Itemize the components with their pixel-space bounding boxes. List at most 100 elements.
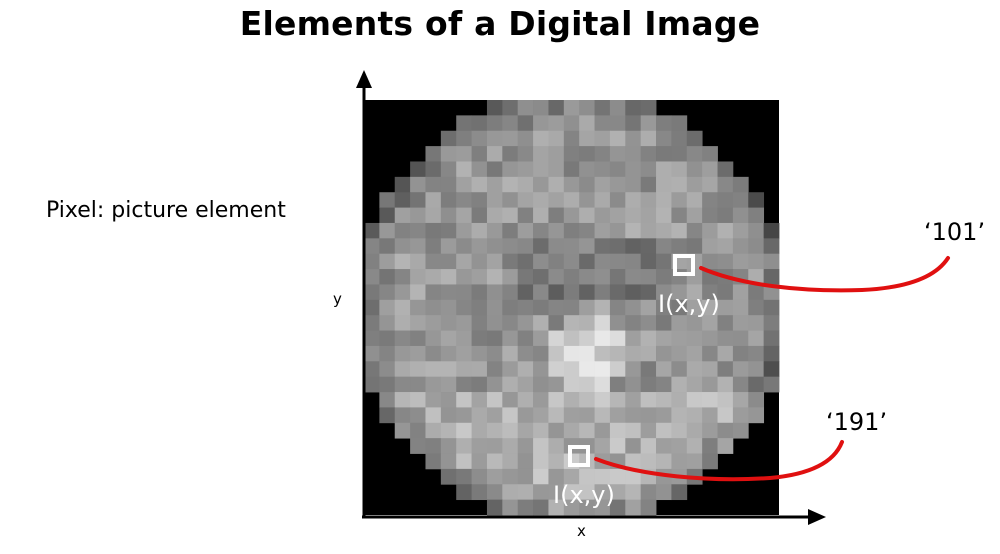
- pixel-cell: [563, 146, 580, 162]
- pixel-cell: [533, 238, 549, 255]
- pixel-cell: [594, 422, 611, 439]
- pixel-cell: [609, 345, 626, 362]
- pixel-cell: [425, 269, 442, 285]
- pixel-cell: [563, 330, 580, 347]
- pixel-cell: [456, 422, 472, 439]
- pixel-cell: [471, 392, 488, 408]
- pixel-cell: [410, 407, 426, 424]
- pixel-cell: [625, 192, 642, 208]
- pixel-cell: [394, 315, 411, 331]
- pixel-cell: [640, 315, 657, 331]
- pixel-cell: [656, 392, 672, 408]
- pixel-cell: [379, 253, 396, 270]
- pixel-cell: [563, 315, 580, 331]
- pixel-cell: [671, 130, 688, 147]
- pixel-cell: [425, 330, 442, 347]
- pixel-cell: [440, 392, 457, 408]
- pixel-cell: [394, 284, 411, 301]
- pixel-cell: [394, 253, 411, 270]
- pixel-cell: [656, 361, 672, 378]
- pixel-cell: [640, 176, 657, 193]
- pixel-cell: [486, 468, 503, 485]
- pixel-cell: [425, 453, 442, 470]
- pixel-cell: [625, 238, 642, 255]
- pixel-cell: [425, 392, 442, 408]
- pixel-cell: [456, 438, 472, 454]
- pixel-cell: [671, 238, 688, 255]
- pixel-cell: [548, 299, 565, 316]
- pixel-cell: [640, 453, 657, 470]
- pixel-cell: [394, 176, 411, 193]
- pixel-cell: [517, 100, 534, 116]
- pixel-cell: [717, 161, 734, 178]
- pixel-cell: [579, 222, 595, 239]
- pixel-cell: [656, 299, 672, 316]
- pixel-definition-label: Pixel: picture element: [46, 198, 286, 223]
- pixel-cell: [394, 361, 411, 378]
- pixel-cell: [486, 361, 503, 378]
- pixel-cell: [579, 315, 595, 331]
- pixel-cell: [609, 115, 626, 132]
- pixel-cell: [717, 376, 734, 393]
- pixel-cell: [502, 438, 519, 454]
- pixel-cell: [533, 253, 549, 270]
- pixel-cell: [425, 192, 442, 208]
- pixel-cell: [502, 422, 519, 439]
- pixel-cell: [748, 330, 765, 347]
- pixel-cell: [717, 361, 734, 378]
- pixel-cell: [533, 207, 549, 224]
- pixel-cell: [640, 284, 657, 301]
- pixel-cell: [671, 330, 688, 347]
- pixel-cell: [456, 361, 472, 378]
- pixel-cell: [625, 468, 642, 485]
- pixel-cell: [533, 499, 549, 516]
- pixel-cell: [702, 222, 718, 239]
- pixel-cell: [579, 468, 595, 485]
- pixel-cell: [364, 361, 380, 378]
- pixel-cell: [686, 284, 703, 301]
- pixel-cell: [563, 484, 580, 501]
- pixel-cell: [640, 392, 657, 408]
- pixel-cell: [686, 176, 703, 193]
- pixel-cell: [486, 484, 503, 501]
- callout-line-191: [594, 440, 844, 482]
- pixel-cell: [471, 468, 488, 485]
- pixel-cell: [579, 392, 595, 408]
- pixel-cell: [548, 484, 565, 501]
- pixel-cell: [533, 392, 549, 408]
- pixel-cell: [364, 269, 380, 285]
- pixel-cell: [579, 146, 595, 162]
- pixel-cell: [609, 192, 626, 208]
- pixel-cell: [471, 438, 488, 454]
- pixel-cell: [702, 299, 718, 316]
- pixel-cell: [486, 176, 503, 193]
- pixel-cell: [656, 484, 672, 501]
- pixel-cell: [702, 315, 718, 331]
- pixel-cell: [471, 115, 488, 132]
- coord-label-191: I(x,y): [553, 481, 615, 509]
- pixel-cell: [410, 284, 426, 301]
- pixel-cell: [502, 407, 519, 424]
- pixel-cell: [686, 330, 703, 347]
- pixel-cell: [533, 284, 549, 301]
- pixel-cell: [579, 361, 595, 378]
- pixel-cell: [594, 392, 611, 408]
- pixel-cell: [517, 284, 534, 301]
- pixel-cell: [640, 222, 657, 239]
- pixel-cell: [594, 207, 611, 224]
- pixel-cell: [717, 238, 734, 255]
- pixel-cell: [425, 253, 442, 270]
- pixel-cell: [533, 222, 549, 239]
- pixel-cell: [563, 253, 580, 270]
- pixel-cell: [394, 407, 411, 424]
- slide-title: Elements of a Digital Image: [239, 4, 761, 43]
- pixel-image: [364, 100, 780, 516]
- pixel-cell: [486, 422, 503, 439]
- pixel-cell: [456, 253, 472, 270]
- pixel-cell: [594, 146, 611, 162]
- pixel-cell: [717, 422, 734, 439]
- pixel-cell: [748, 345, 765, 362]
- pixel-cell: [517, 468, 534, 485]
- pixel-cell: [671, 299, 688, 316]
- pixel-cell: [517, 207, 534, 224]
